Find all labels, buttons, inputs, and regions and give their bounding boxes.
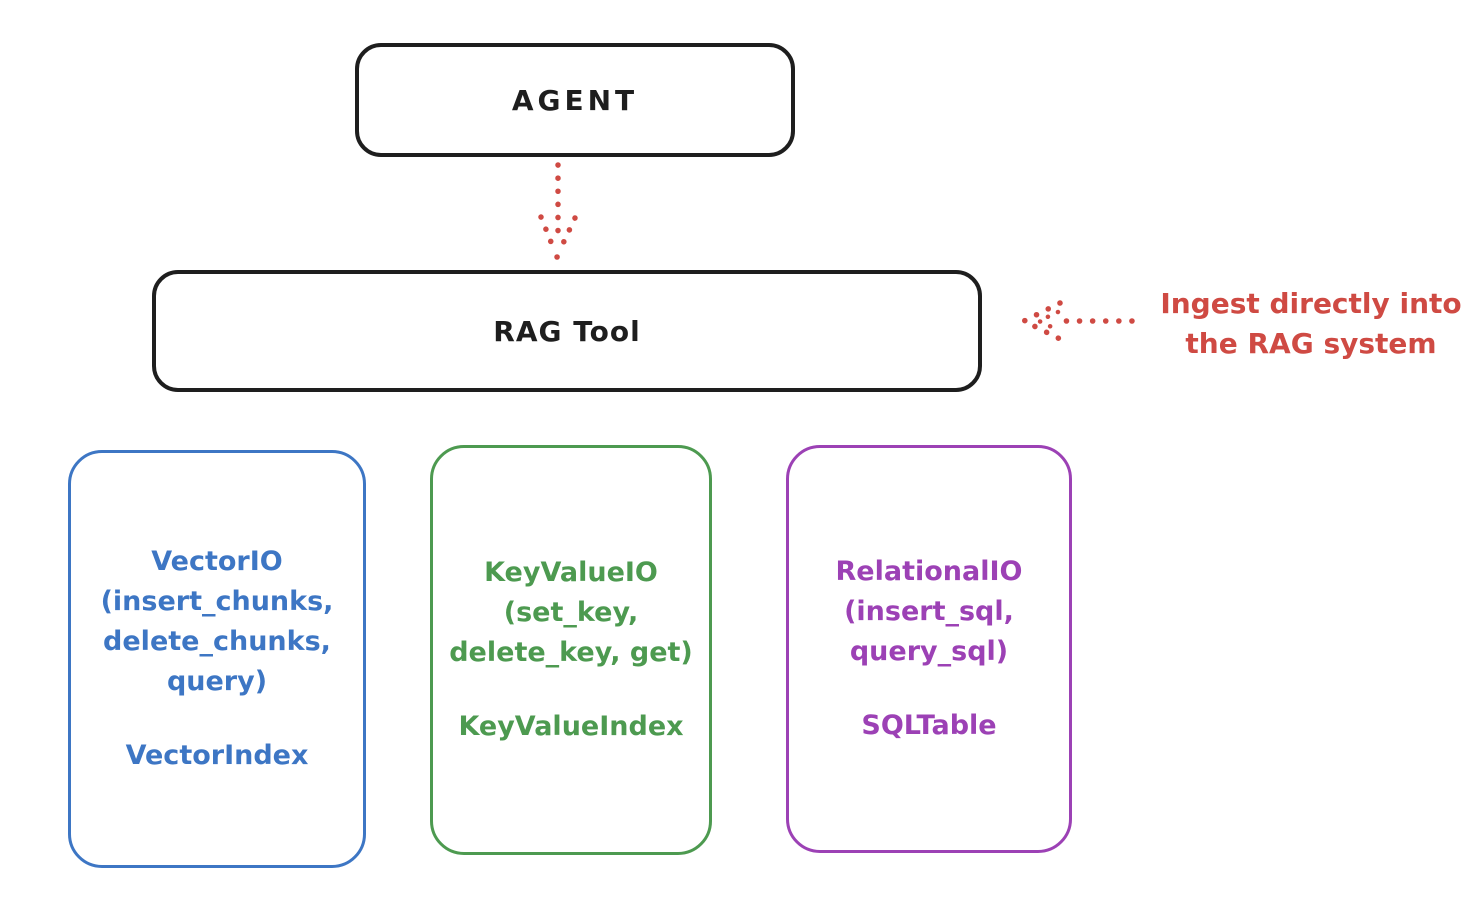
ingest-annotation: Ingest directly into the RAG system (1160, 287, 1462, 360)
store-card-vector-io: VectorIO (insert_chunks, delete_chunks, … (68, 450, 366, 868)
rag-tool-label: RAG Tool (493, 314, 641, 348)
ingest-arrow-icon (1017, 300, 1135, 342)
key-value-index-label: KeyValueIndex (458, 711, 684, 742)
key-value-io-capabilities: KeyValueIO (set_key, delete_key, get) (449, 557, 693, 668)
sql-table-label: SQLTable (861, 710, 997, 741)
vector-io-capabilities: VectorIO (insert_chunks, delete_chunks, … (100, 546, 334, 697)
rag-tool-box: RAG Tool (152, 270, 982, 392)
store-card-key-value-io: KeyValueIO (set_key, delete_key, get) Ke… (430, 445, 712, 855)
agent-to-ragtool-arrow-icon (538, 162, 578, 260)
relational-io-capabilities: RelationalIO (insert_sql, query_sql) (835, 556, 1023, 667)
agent-label: AGENT (511, 83, 639, 117)
store-card-relational-io: RelationalIO (insert_sql, query_sql) SQL… (786, 445, 1072, 853)
vector-index-label: VectorIndex (125, 740, 309, 771)
agent-box: AGENT (355, 43, 795, 157)
